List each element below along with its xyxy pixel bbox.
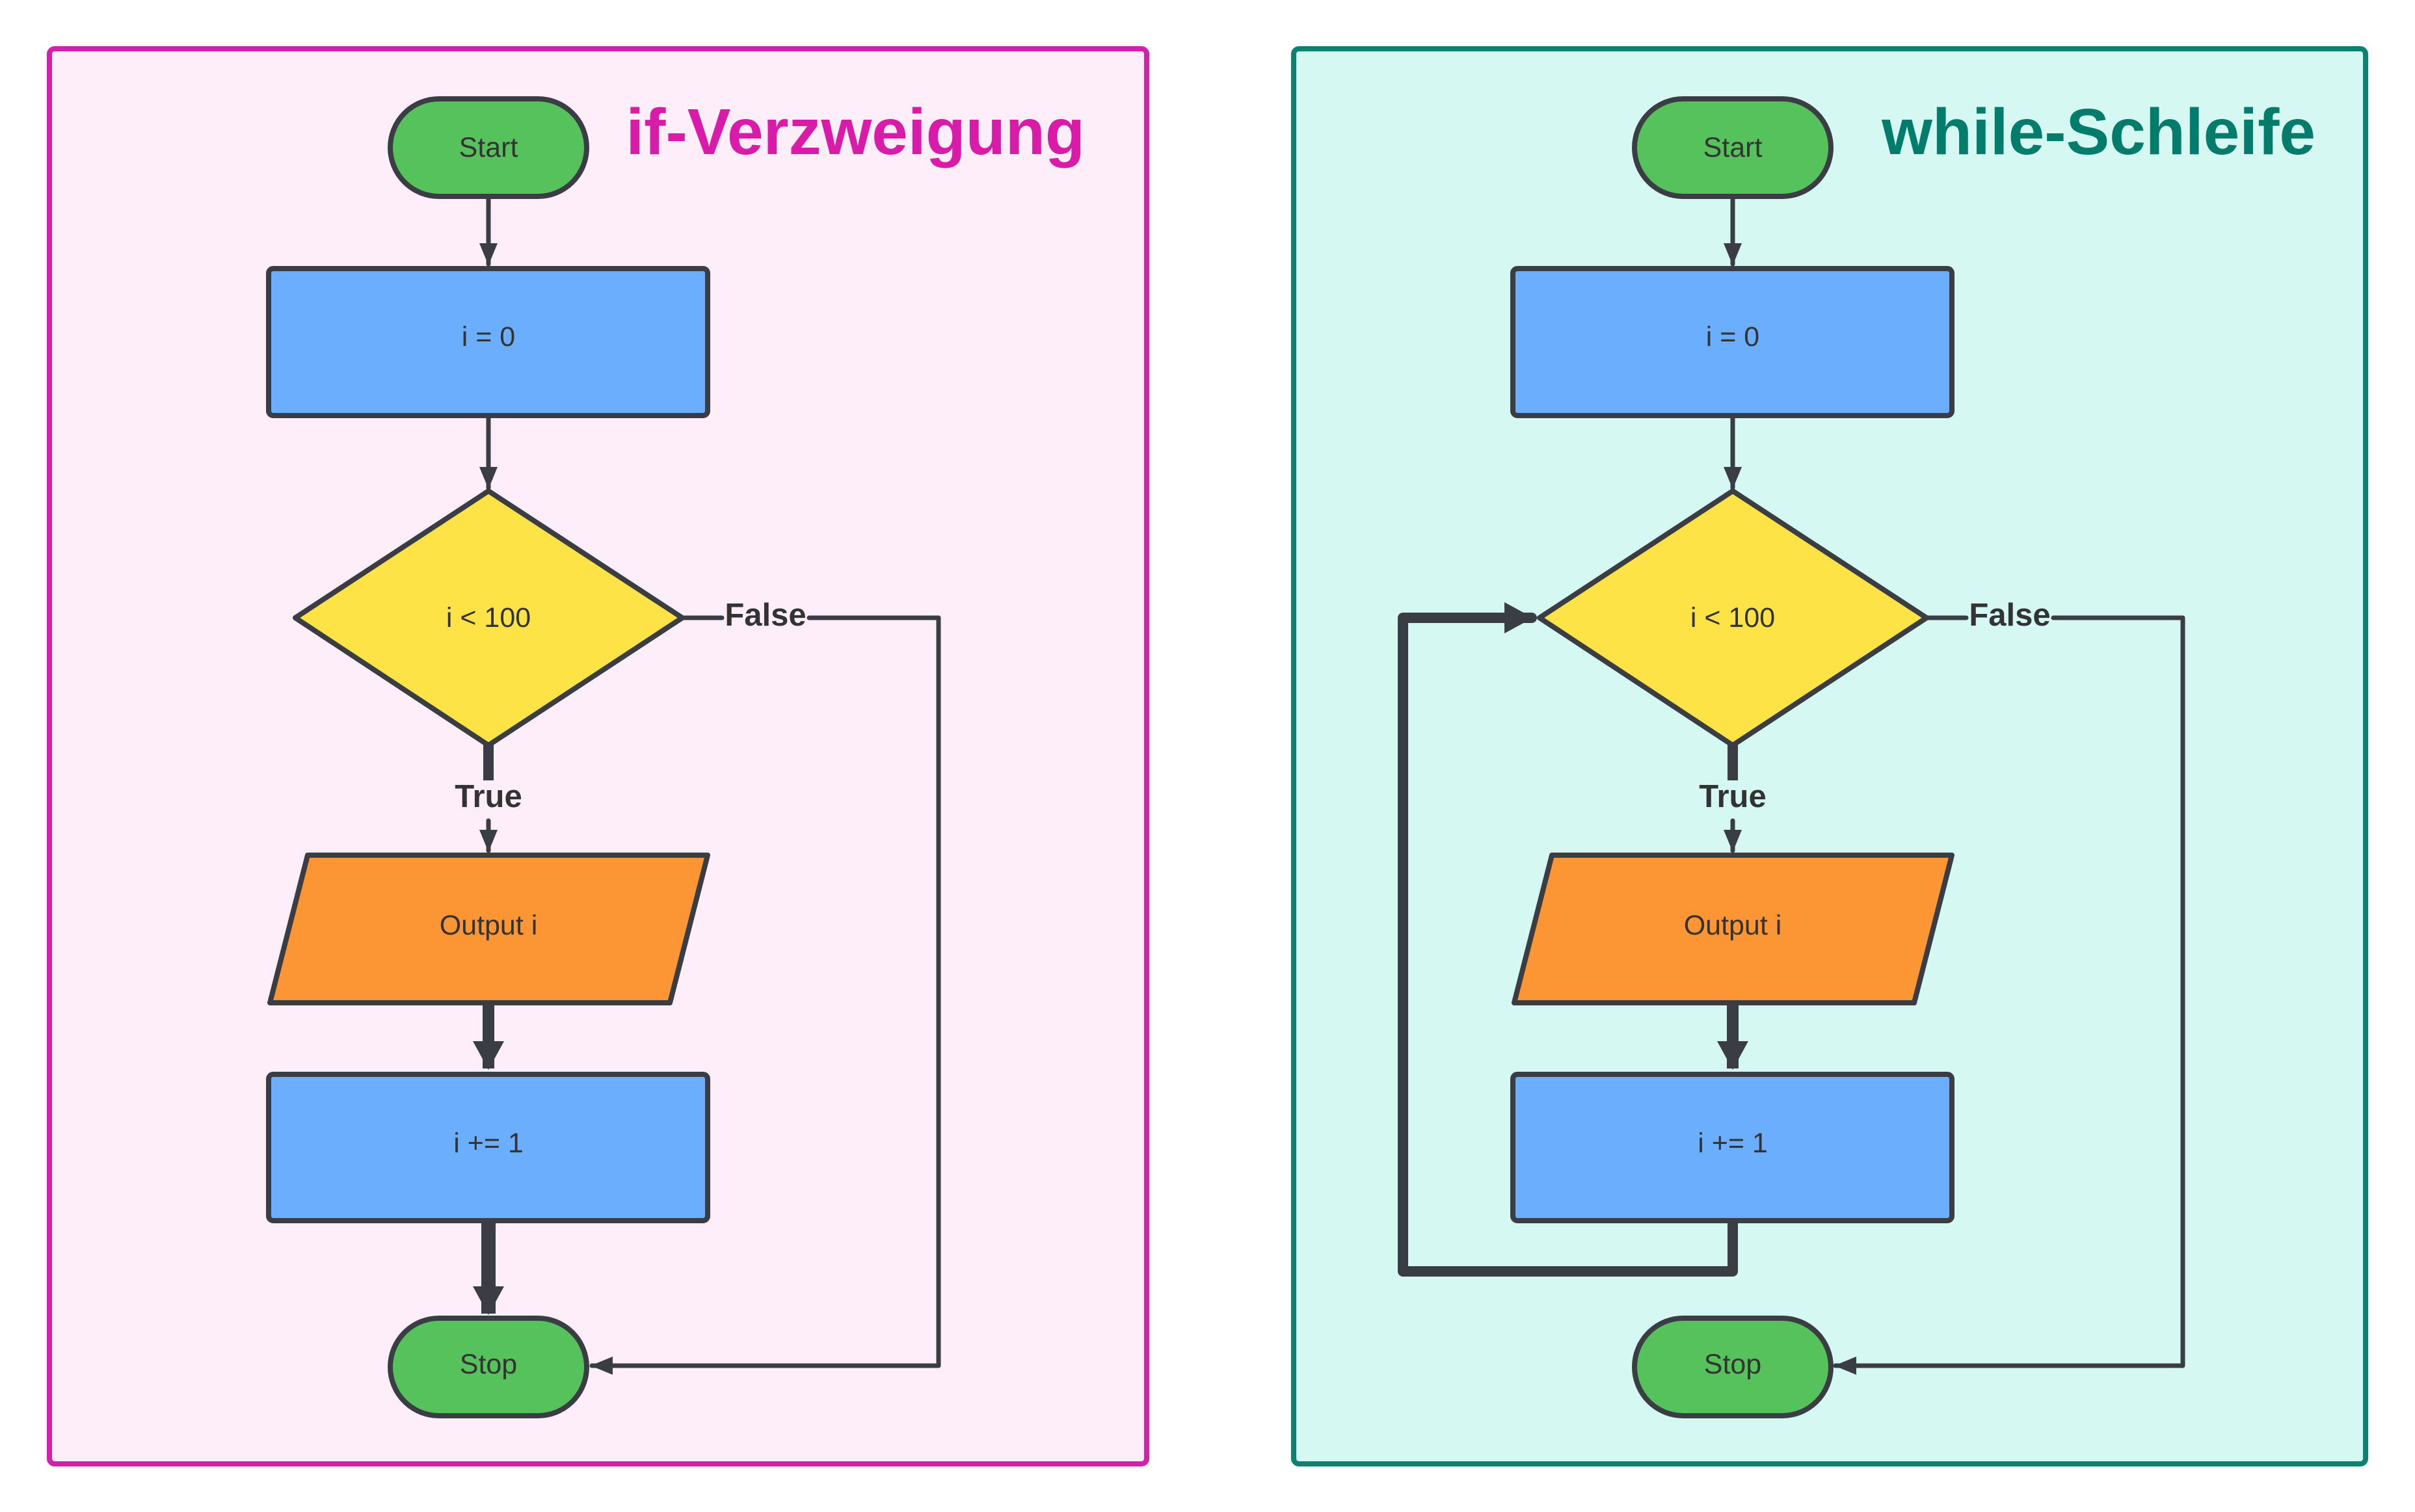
if-true-label: True bbox=[455, 779, 522, 814]
if-condition-decision: i < 100 bbox=[293, 488, 685, 748]
if-start-node: Start bbox=[388, 96, 589, 199]
if-panel-title: if-Verzweigung bbox=[626, 96, 1085, 168]
if-false-label: False bbox=[725, 598, 806, 633]
while-true-label: True bbox=[1699, 779, 1766, 814]
while-increment-process: i += 1 bbox=[1510, 1072, 1955, 1223]
while-init-label: i = 0 bbox=[1706, 321, 1759, 352]
if-panel: if-Verzweigung Start i = 0 i < 100 False… bbox=[47, 46, 1149, 1466]
if-init-label: i = 0 bbox=[462, 321, 515, 352]
while-false-label: False bbox=[1969, 598, 2050, 633]
if-init-process: i = 0 bbox=[266, 266, 710, 418]
if-panel-frame bbox=[47, 46, 1149, 1466]
while-panel: while-Schleife Start i = 0 i < 100 False… bbox=[1291, 46, 2368, 1466]
while-start-node: Start bbox=[1632, 96, 1834, 199]
while-output-io: Output i bbox=[1512, 853, 1955, 1005]
if-increment-label: i += 1 bbox=[453, 1128, 524, 1159]
if-output-label: Output i bbox=[440, 910, 538, 941]
while-output-label: Output i bbox=[1684, 910, 1782, 941]
if-output-io: Output i bbox=[267, 853, 710, 1005]
while-connectors bbox=[1398, 194, 2185, 1375]
if-stop-node: Stop bbox=[388, 1316, 589, 1418]
while-init-process: i = 0 bbox=[1510, 266, 1955, 418]
while-panel-title: while-Schleife bbox=[1881, 96, 2315, 168]
if-connectors bbox=[473, 194, 941, 1375]
while-condition-label: i < 100 bbox=[1690, 602, 1775, 633]
if-increment-process: i += 1 bbox=[266, 1072, 710, 1223]
if-arrow-false-to-stop bbox=[589, 615, 941, 1375]
while-increment-label: i += 1 bbox=[1698, 1128, 1768, 1159]
while-panel-frame bbox=[1291, 46, 2368, 1466]
if-start-label: Start bbox=[459, 132, 518, 163]
while-condition-decision: i < 100 bbox=[1537, 488, 1929, 748]
if-stop-label: Stop bbox=[460, 1349, 517, 1380]
while-arrow-false-to-stop bbox=[1833, 615, 2185, 1375]
while-loop-back-arrow bbox=[1398, 602, 1738, 1277]
while-stop-label: Stop bbox=[1704, 1349, 1761, 1380]
if-condition-label: i < 100 bbox=[446, 602, 531, 633]
while-start-label: Start bbox=[1703, 132, 1763, 163]
while-stop-node: Stop bbox=[1632, 1316, 1834, 1418]
